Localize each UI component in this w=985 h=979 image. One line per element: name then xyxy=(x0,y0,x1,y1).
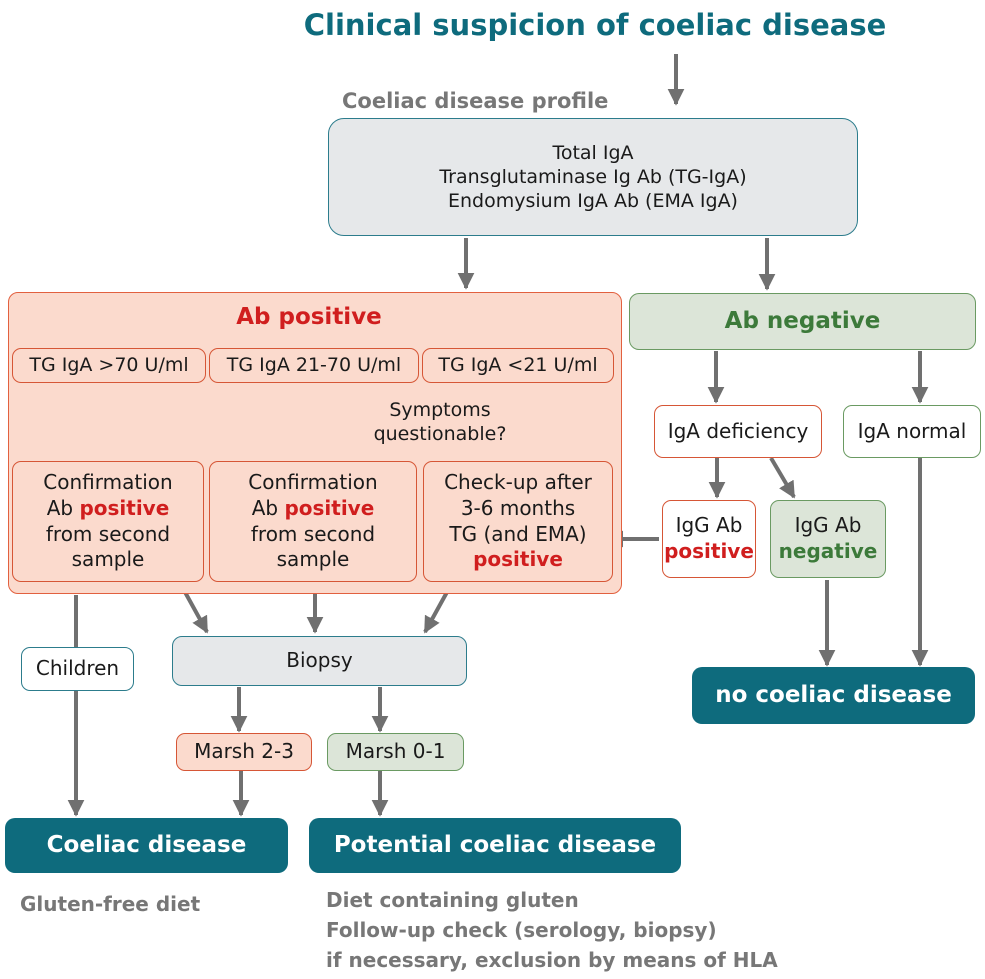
confirm-line: sample xyxy=(276,547,350,572)
profile-line: Transglutaminase Ig Ab (TG-IgA) xyxy=(439,165,747,188)
ab-positive-title: Ab positive xyxy=(236,304,382,330)
tg-mid-box: TG IgA 21-70 U/ml xyxy=(209,348,419,383)
confirmation-box-mid: Confirmation Ab positive from second sam… xyxy=(209,461,417,582)
igg-negative-box: IgG Ab negative xyxy=(770,500,886,578)
confirm-line: Confirmation xyxy=(248,470,378,495)
confirm-line: from second xyxy=(250,521,376,546)
igg-positive-box: IgG Ab positive xyxy=(662,500,756,578)
potential-note-line: Follow-up check (serology, biopsy) xyxy=(326,918,717,942)
igg-line: IgG Ab xyxy=(675,513,743,538)
checkup-box: Check-up after 3-6 months TG (and EMA) p… xyxy=(423,461,613,582)
profile-line: Total IgA xyxy=(552,141,634,164)
confirm-line: Confirmation xyxy=(43,470,173,495)
potential-note-line: if necessary, exclusion by means of HLA xyxy=(326,948,778,972)
coeliac-disease-box: Coeliac disease xyxy=(5,818,288,873)
symptoms-question: Symptoms questionable? xyxy=(350,394,530,450)
tg-high-box: TG IgA >70 U/ml xyxy=(12,348,206,383)
checkup-line: 3-6 months xyxy=(460,495,576,520)
confirm-line: Ab positive xyxy=(251,495,375,520)
potential-note-line: Diet containing gluten xyxy=(326,888,579,912)
iga-normal-box: IgA normal xyxy=(843,405,981,458)
marsh-high-box: Marsh 2-3 xyxy=(176,733,312,771)
no-coeliac-box: no coeliac disease xyxy=(692,667,975,724)
arrow-deficiency-iggneg xyxy=(769,456,796,499)
profile-heading: Coeliac disease profile xyxy=(342,89,609,113)
checkup-line: Check-up after xyxy=(444,470,592,495)
confirm-line: Ab positive xyxy=(46,495,170,520)
confirm-line: from second xyxy=(45,521,171,546)
igg-line: negative xyxy=(778,539,878,563)
coeliac-note: Gluten-free diet xyxy=(20,892,201,916)
iga-deficiency-box: IgA deficiency xyxy=(654,405,822,458)
page-title: Clinical suspicion of coeliac disease xyxy=(303,8,887,42)
potential-notes: Diet containing gluten Follow-up check (… xyxy=(326,885,778,975)
potential-coeliac-box: Potential coeliac disease xyxy=(309,818,681,873)
biopsy-box: Biopsy xyxy=(172,636,467,686)
children-box: Children xyxy=(21,647,134,691)
igg-line: IgG Ab xyxy=(794,513,862,538)
profile-box: Total IgA Transglutaminase Ig Ab (TG-IgA… xyxy=(328,118,858,236)
confirmation-box-high: Confirmation Ab positive from second sam… xyxy=(12,461,204,582)
question-line: Symptoms xyxy=(389,398,491,421)
tg-low-box: TG IgA <21 U/ml xyxy=(422,348,614,383)
marsh-low-box: Marsh 0-1 xyxy=(327,733,464,771)
confirm-line: sample xyxy=(71,547,145,572)
checkup-line: TG (and EMA) xyxy=(449,521,587,546)
question-line: questionable? xyxy=(373,423,507,445)
igg-line: positive xyxy=(664,539,754,563)
ab-negative-box: Ab negative xyxy=(629,293,976,350)
profile-line: Endomysium IgA Ab (EMA IgA) xyxy=(448,190,738,213)
checkup-line: positive xyxy=(473,547,563,572)
